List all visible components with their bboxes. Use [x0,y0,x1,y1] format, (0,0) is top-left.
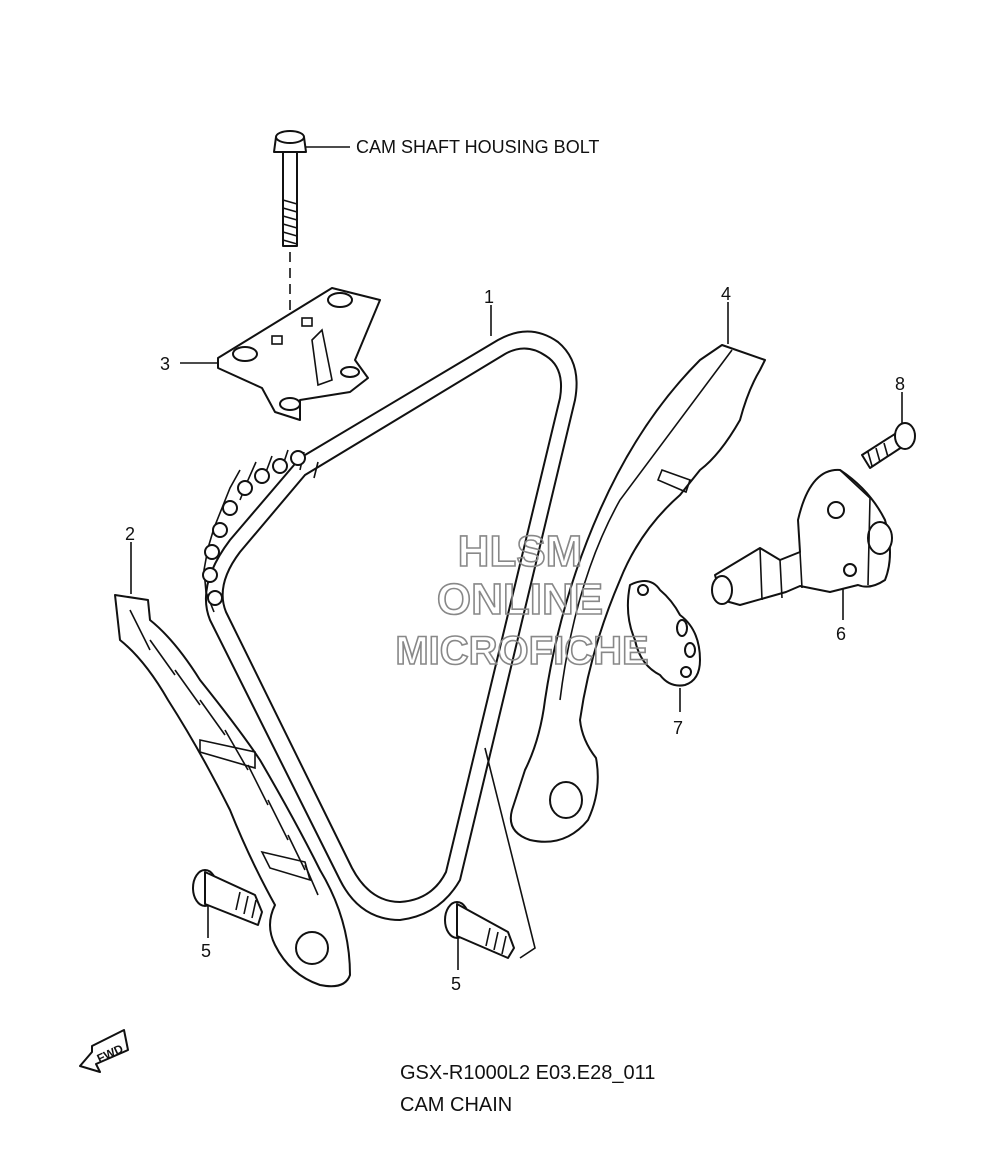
part-1-number: 1 [484,287,494,307]
part-1-cam-chain[interactable] [202,330,578,921]
watermark-line-2: ONLINE [437,575,603,624]
part-2-number: 2 [125,524,135,544]
part-6-chain-tensioner[interactable] [711,468,893,606]
part-5-left-number: 5 [201,941,211,961]
fwd-arrow-icon: FWD [79,1029,129,1073]
part-5-right-number: 5 [451,974,461,994]
part-7-tensioner-gasket[interactable] [626,580,701,687]
part-8-tensioner-bolt[interactable] [861,422,916,469]
part-8-number: 8 [895,374,905,394]
part-5-guide-bolt-right[interactable] [444,747,536,959]
watermark-line-3: MICROFICHE [395,629,648,673]
watermark-line-1: HLSM [458,527,583,576]
diagram-model-code: GSX-R1000L2 E03.E28_011 [400,1062,656,1084]
part-3-number: 3 [160,354,170,374]
part-3-camshaft-housing[interactable] [217,287,381,421]
chain-link-detail [202,450,306,606]
bolt-callout-label: CAM SHAFT HOUSING BOLT [356,137,599,157]
diagram-group-name: CAM CHAIN [400,1094,513,1116]
part-7-number: 7 [673,718,683,738]
part-4-number: 4 [721,284,731,304]
part-6-number: 6 [836,624,846,644]
part-2-chain-guide[interactable] [114,594,351,988]
watermark: HLSM ONLINE MICROFICHE [395,526,650,674]
part-5-guide-bolt-left[interactable] [192,869,263,926]
part-4-tensioner-arm[interactable] [509,344,766,843]
